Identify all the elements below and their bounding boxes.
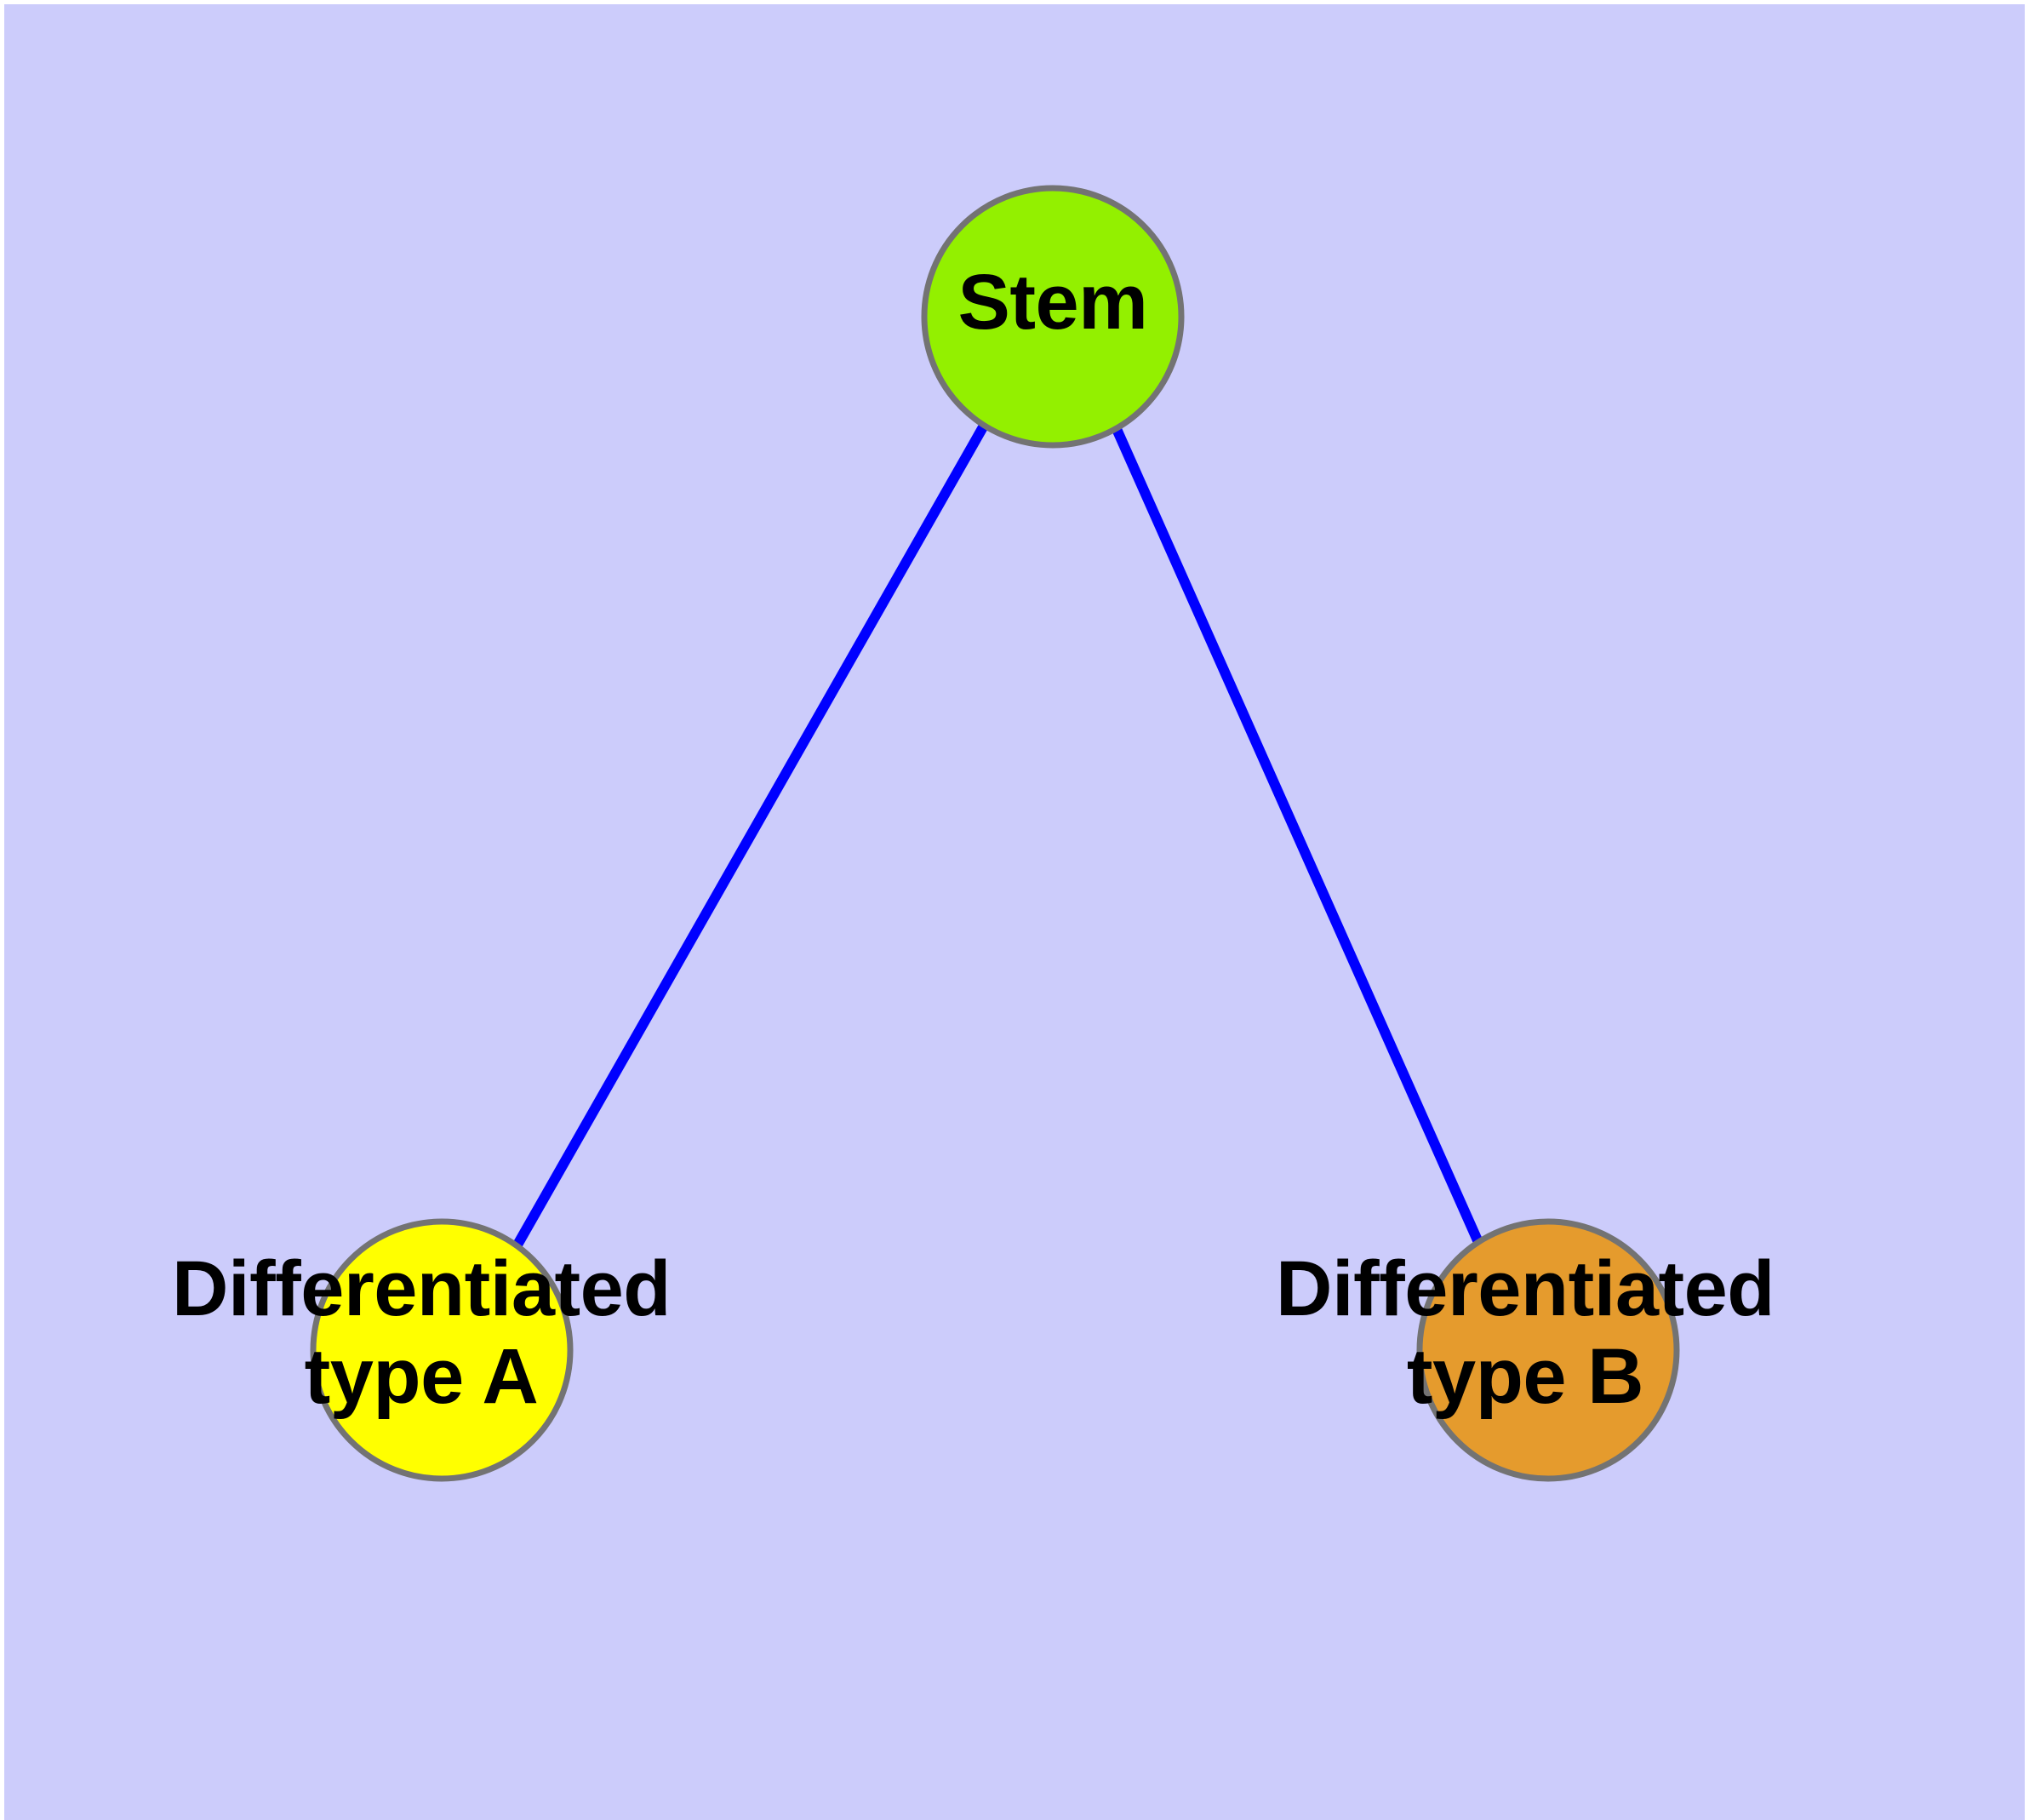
node-stem[interactable]	[921, 185, 1185, 449]
node-layer	[310, 185, 1680, 1482]
edge-stem-to-differentiated-type-b[interactable]	[1112, 426, 1483, 1243]
edge-stem-to-differentiated-type-a[interactable]	[512, 423, 989, 1249]
node-differentiated-type-b[interactable]	[1416, 1218, 1680, 1482]
edge-layer	[512, 423, 1483, 1249]
node-differentiated-type-a[interactable]	[310, 1218, 574, 1482]
